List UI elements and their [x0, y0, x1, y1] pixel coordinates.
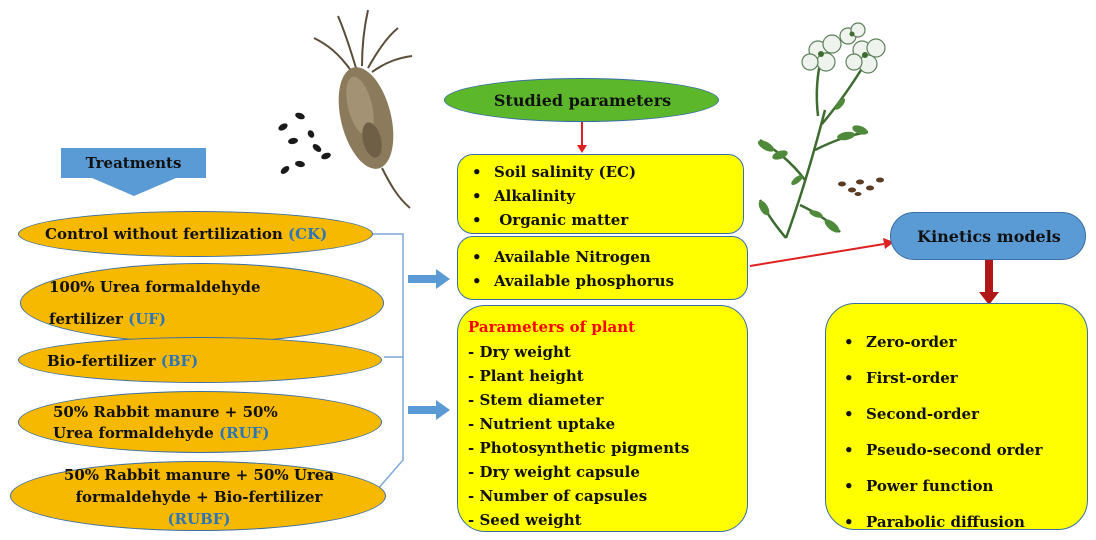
soil-item-organic-matter: Organic matter — [472, 208, 743, 232]
treatment-rubf-abbr: (RUBF) — [11, 510, 387, 528]
treatment-uf-line1: 100% Urea formaldehyde — [49, 278, 261, 296]
plant-parameters-box: Parameters of plant - Dry weight - Plant… — [457, 305, 748, 532]
treatment-ruf: 50% Rabbit manure + 50% Urea formaldehyd… — [18, 391, 382, 453]
soil-item-alkalinity: Alkalinity — [472, 184, 743, 208]
treatment-uf-abbr: (UF) — [128, 310, 166, 328]
plant-item-dry-weight-capsule: - Dry weight capsule — [468, 460, 747, 484]
nutrient-item-nitrogen: Available Nitrogen — [472, 245, 747, 269]
treatment-rubf-line2: formaldehyde + Bio-fertilizer — [11, 488, 387, 506]
treatment-ck-abbr: (CK) — [288, 225, 327, 243]
kinetics-item-zero-order: Zero-order — [844, 324, 1087, 360]
studied-parameters-label: Studied parameters — [445, 91, 720, 110]
treatment-rubf: 50% Rabbit manure + 50% Urea formaldehyd… — [10, 461, 386, 531]
plant-item-nutrient-uptake: - Nutrient uptake — [468, 412, 747, 436]
studied-parameters-header: Studied parameters — [444, 78, 719, 122]
treatment-uf: 100% Urea formaldehyde fertilizer (UF) — [20, 263, 384, 343]
plant-item-plant-height: - Plant height — [468, 364, 747, 388]
treatment-bf-abbr: (BF) — [161, 352, 199, 370]
plant-item-photosynthetic-pigments: - Photosynthetic pigments — [468, 436, 747, 460]
darkred-arrow-down — [979, 258, 999, 305]
kinetics-models-box: Zero-order First-order Second-order Pseu… — [825, 303, 1088, 530]
soil-item-salinity: Soil salinity (EC) — [472, 160, 743, 184]
capsule-illustration — [314, 10, 412, 208]
blue-arrow-plant — [408, 400, 450, 420]
treatments-header: Treatments — [61, 154, 206, 172]
plant-illustration — [756, 23, 885, 238]
plant-parameters-title: Parameters of plant — [468, 314, 747, 340]
kinetics-models-header: Kinetics models — [890, 212, 1086, 260]
kinetics-item-power-function: Power function — [844, 468, 1087, 504]
plant-item-stem-diameter: - Stem diameter — [468, 388, 747, 412]
treatment-bf-label: Bio-fertilizer — [47, 352, 161, 370]
seeds-illustration — [277, 111, 332, 175]
treatment-ck-label: Control without fertilization — [45, 225, 288, 243]
treatment-bf: Bio-fertilizer (BF) — [18, 337, 382, 383]
kinetics-item-first-order: First-order — [844, 360, 1087, 396]
treatment-uf-line2: fertilizer — [49, 310, 128, 328]
kinetics-item-pseudo-second-order: Pseudo-second order — [844, 432, 1087, 468]
plant-item-dry-weight: - Dry weight — [468, 340, 747, 364]
plant-item-number-of-capsules: - Number of capsules — [468, 484, 747, 508]
treatment-ck: Control without fertilization (CK) — [18, 211, 373, 257]
red-arrow-kinetics — [750, 238, 894, 266]
red-arrow-down — [577, 122, 587, 153]
treatment-ruf-line1: 50% Rabbit manure + 50% — [53, 403, 278, 421]
kinetics-item-second-order: Second-order — [844, 396, 1087, 432]
nutrient-parameters-box: Available Nitrogen Available phosphorus — [457, 236, 748, 300]
nutrient-item-phosphorus: Available phosphorus — [472, 269, 747, 293]
plant-item-seed-weight: - Seed weight — [468, 508, 747, 532]
kinetics-models-label: Kinetics models — [891, 227, 1087, 246]
soil-parameters-box: Soil salinity (EC) Alkalinity Organic ma… — [457, 154, 744, 234]
treatment-rubf-line1: 50% Rabbit manure + 50% Urea — [11, 466, 387, 484]
blue-arrow-nutrients — [408, 269, 450, 289]
treatment-ruf-abbr: (RUF) — [219, 424, 269, 442]
treatment-ruf-line2: Urea formaldehyde — [53, 424, 219, 442]
